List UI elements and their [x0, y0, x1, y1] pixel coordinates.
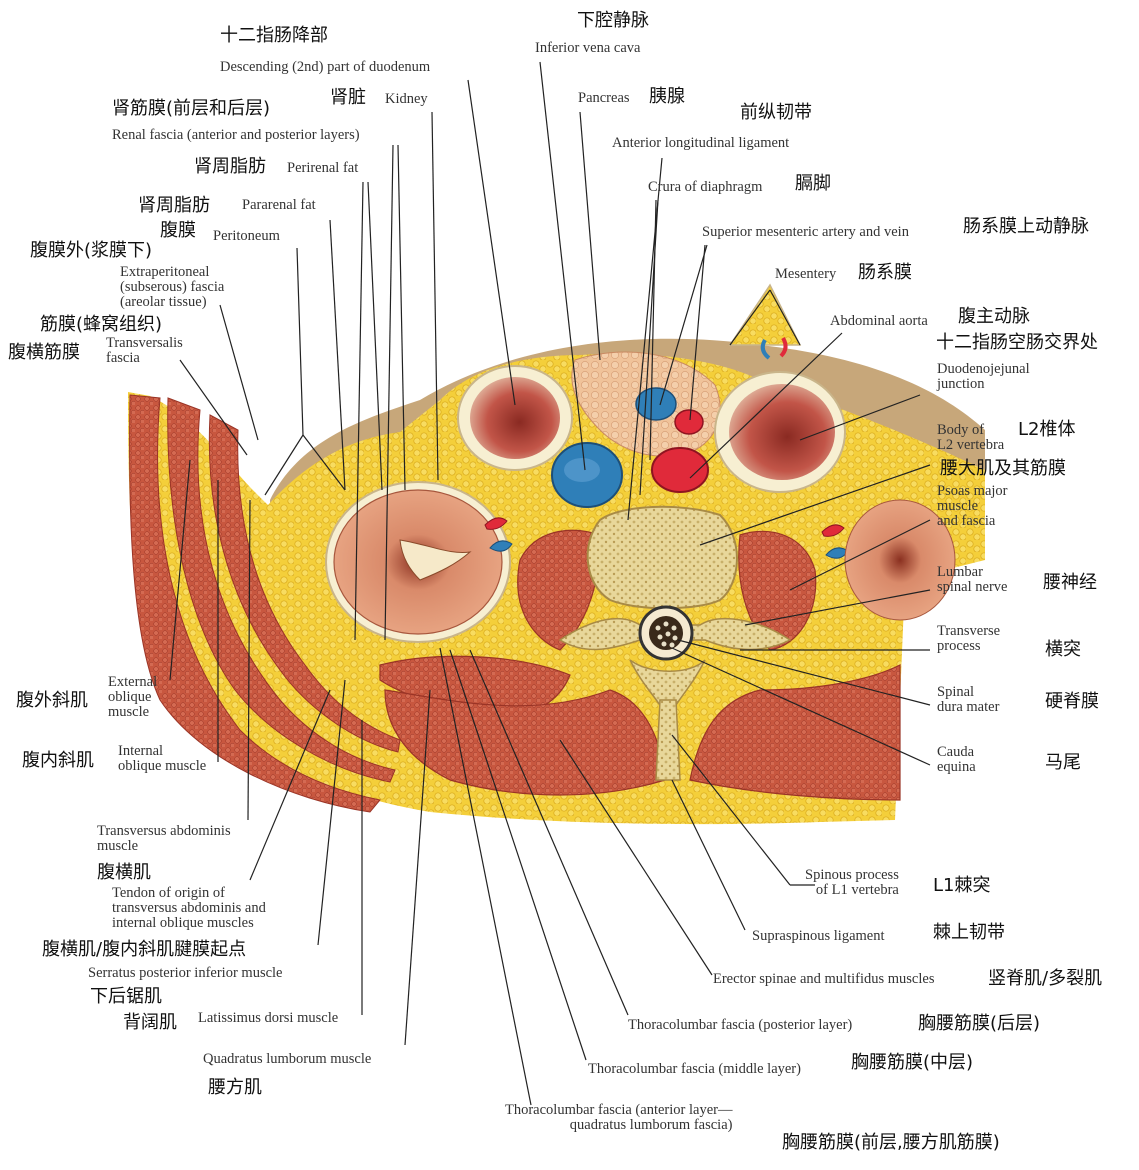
duodenum-shape [457, 365, 573, 471]
ext-oblique-label-zh: 腹外斜肌 [16, 690, 88, 711]
tlf-ant-label-en: Thoracolumbar fascia (anterior layer— qu… [505, 1102, 733, 1134]
internal-oblique-shape [167, 397, 396, 783]
tlf-ant-label-zh: 胸腰筋膜(前层,腰方肌筋膜) [782, 1132, 1000, 1153]
tendon-label-zh: 腹横肌/腹内斜肌腱膜起点 [42, 939, 247, 960]
serratus-label-zh: 下后锯肌 [90, 986, 162, 1007]
cauda-label-zh: 马尾 [1045, 752, 1081, 773]
renal-fascia-label-zh: 肾筋膜(前层和后层) [112, 98, 271, 119]
transverse-process-label-zh: 横突 [1045, 639, 1081, 660]
lamina-shape [629, 659, 706, 723]
psoas-right-shape [738, 530, 817, 651]
all-label-zh: 前纵韧带 [740, 102, 812, 123]
spinous-label-zh: L1棘突 [933, 875, 991, 896]
l2-label-zh: L2椎体 [1018, 419, 1076, 440]
ivc-label-en: Inferior vena cava [535, 40, 641, 56]
tlf-mid-label-zh: 胸腰筋膜(中层) [851, 1052, 974, 1073]
aorta-label-zh: 腹主动脉 [958, 306, 1030, 327]
transversus-label-en: Transversus abdominis muscle [97, 823, 231, 855]
peritoneum-label-en: Peritoneum [213, 228, 280, 244]
tlf-post-label-zh: 胸腰筋膜(后层) [918, 1013, 1041, 1034]
kidney-label-zh: 肾脏 [330, 87, 366, 108]
transverse-process-label-en: Transverse process [937, 623, 1001, 655]
latissimus-label-en: Latissimus dorsi muscle [198, 1010, 339, 1026]
kidney-label-en: Kidney [385, 91, 428, 107]
int-oblique-label-zh: 腹内斜肌 [22, 750, 94, 771]
perirenal-label-en: Perirenal fat [287, 160, 359, 176]
psoas-left-shape [517, 529, 601, 651]
erector-label-en: Erector spinae and multifidus muscles [713, 971, 935, 987]
tlf-mid-label-en: Thoracolumbar fascia (middle layer) [588, 1061, 801, 1077]
supraspinous-label-en: Supraspinous ligament [752, 928, 885, 944]
duodenum-label-zh: 十二指肠降部 [220, 25, 328, 46]
extraperitoneal-label-en: Extraperitoneal (subserous) fascia (areo… [120, 264, 225, 311]
all-label-en: Anterior longitudinal ligament [612, 135, 790, 151]
cauda-label-en: Cauda equina [937, 744, 976, 776]
int-oblique-label-en: Internal oblique muscle [118, 743, 207, 775]
pancreas-label-en: Pancreas [578, 90, 630, 106]
pararenal-label-en: Pararenal fat [242, 197, 316, 213]
kidney-shape [325, 481, 511, 643]
mesentery-shape [728, 283, 802, 346]
dura-label-en: Spinal dura mater [937, 684, 1000, 716]
perirenal-label-zh: 肾周脂肪 [194, 156, 266, 177]
ext-oblique-label-en: External oblique muscle [108, 674, 158, 721]
jejunum-shape [714, 371, 846, 493]
abdominal-aorta-shape [651, 447, 709, 493]
spinous-label-en: Spinous process of L1 vertebra [805, 867, 899, 899]
mesentery-label-zh: 肠系膜 [858, 262, 912, 283]
spinal-nerve-label-zh: 腰神经 [1043, 572, 1097, 593]
sma-label-en: Superior mesenteric artery and vein [702, 224, 909, 240]
transversus-label-zh: 腹横肌 [97, 862, 151, 883]
transversalis-label-en: Transversalis fascia [106, 335, 183, 367]
psoas-label-en: Psoas major muscle and fascia [937, 483, 1008, 530]
spinal-nerve-label-en: Lumbar spinal nerve [937, 564, 1008, 596]
tlf-post-label-en: Thoracolumbar fascia (posterior layer) [628, 1017, 853, 1033]
sm-artery-shape [674, 409, 704, 435]
duodenum-label-en: Descending (2nd) part of duodenum [220, 59, 431, 75]
dura-label-zh: 硬脊膜 [1045, 691, 1099, 712]
external-oblique-shape [129, 394, 381, 813]
leader-lines [169, 61, 931, 1106]
l2-vertebra-shape [586, 505, 738, 610]
pararenal-label-zh: 肾周脂肪 [138, 195, 210, 216]
sma-label-zh: 肠系膜上动静脉 [963, 216, 1089, 237]
supraspinous-label-zh: 棘上韧带 [933, 922, 1005, 943]
aorta-label-en: Abdominal aorta [830, 313, 928, 329]
pancreas-label-zh: 胰腺 [649, 86, 685, 107]
latissimus-label-zh: 背阔肌 [123, 1012, 177, 1033]
transversalis-label-zh: 腹横筋膜 [8, 342, 80, 363]
renal-fascia-label-en: Renal fascia (anterior and posterior lay… [112, 127, 360, 143]
crura-label-zh: 膈脚 [795, 173, 831, 194]
dj-label-en: Duodenojejunal junction [937, 361, 1030, 393]
erector-right-shape [689, 664, 901, 801]
l2-label-en: Body of L2 vertebra [937, 422, 1005, 454]
quadratus-label-zh: 腰方肌 [208, 1077, 262, 1098]
areolar-label-zh: 筋膜(蜂窝组织) [40, 314, 163, 335]
tendon-label-en: Tendon of origin of transversus abdomini… [112, 885, 266, 932]
mesentery-label-en: Mesentery [775, 266, 837, 282]
dj-label-zh: 十二指肠空肠交界处 [936, 332, 1098, 353]
crura-label-en: Crura of diaphragm [648, 179, 763, 195]
transversus-abdominis-shape [208, 414, 401, 753]
extraperitoneal-label-zh: 腹膜外(浆膜下) [30, 240, 153, 261]
serratus-label-en: Serratus posterior inferior muscle [88, 965, 283, 981]
psoas-label-zh: 腰大肌及其筋膜 [940, 458, 1066, 479]
sm-vein-shape [635, 387, 677, 421]
spinous-process-shape [655, 699, 681, 781]
erector-label-zh: 竖脊肌/多裂肌 [988, 968, 1103, 989]
quadratus-label-en: Quadratus lumborum muscle [203, 1051, 372, 1067]
peritoneum-label-zh: 腹膜 [160, 220, 196, 241]
ivc-label-zh: 下腔静脉 [577, 10, 649, 31]
